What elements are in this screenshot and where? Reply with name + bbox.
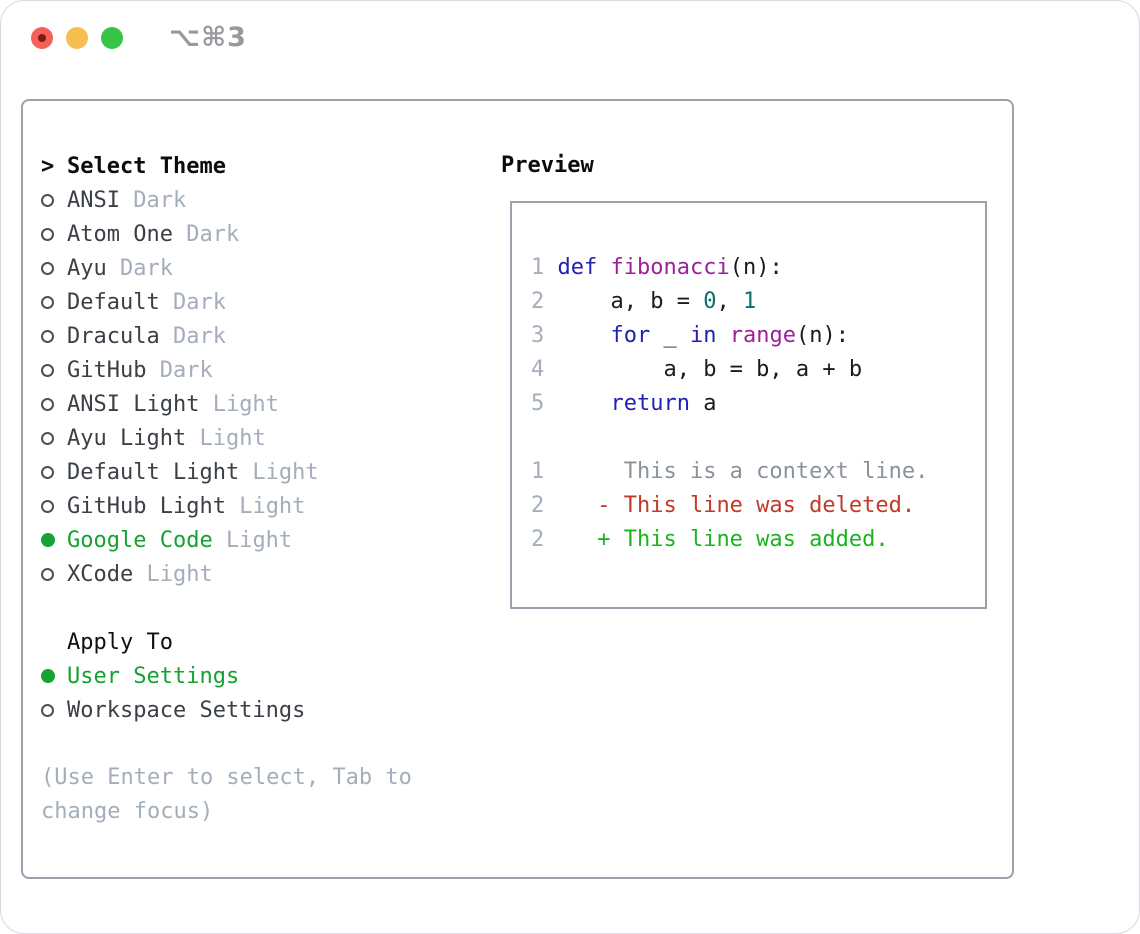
apply-option-label: User Settings: [67, 663, 240, 689]
minimize-button-icon[interactable]: [66, 27, 88, 49]
theme-option-atom-one[interactable]: Atom One Dark: [41, 217, 481, 251]
window-title: ⌥⌘3: [169, 22, 247, 53]
theme-option-label: Dracula: [67, 323, 160, 349]
code-line: 4 a, b = b, a + b: [531, 357, 863, 382]
line-number: [531, 425, 558, 450]
preview-box: 1 def fibonacci(n): 2 a, b = 0, 1 3 for _ …: [510, 201, 987, 609]
select-theme-header-row: > Select Theme: [41, 149, 481, 183]
code-line: 3 for _ in range(n):: [531, 323, 849, 348]
theme-variant-label: Light: [239, 459, 319, 485]
theme-option-label: Default: [67, 289, 160, 315]
radio-icon: [41, 431, 54, 445]
radio-selected-icon: [41, 669, 55, 683]
apply-option-label: Workspace Settings: [67, 697, 306, 723]
theme-variant-label: Dark: [172, 221, 240, 247]
code-line: 1 This is a context line.: [531, 459, 929, 484]
apply-option-workspace-settings[interactable]: Workspace Settings: [41, 693, 481, 727]
theme-option-label: Google Code: [67, 527, 213, 553]
apply-option-user-settings[interactable]: User Settings: [41, 659, 481, 693]
line-number: 2: [531, 493, 558, 518]
code-line: [531, 421, 985, 455]
preview-title: Preview: [501, 153, 594, 178]
code-preview: 1 def fibonacci(n): 2 a, b = 0, 1 3 for _ …: [531, 251, 985, 557]
theme-variant-label: Dark: [159, 323, 226, 349]
theme-option-label: Default Light: [67, 459, 240, 485]
radio-icon: [41, 227, 54, 241]
spacer: [41, 591, 481, 625]
theme-option-label: ANSI: [67, 187, 120, 213]
theme-option-ayu-light[interactable]: Ayu Light Light: [41, 421, 481, 455]
theme-option-label: GitHub: [67, 357, 147, 383]
theme-option-dracula[interactable]: Dracula Dark: [41, 319, 481, 353]
radio-icon: [41, 261, 54, 275]
radio-icon: [41, 397, 54, 411]
theme-option-label: ANSI Light: [67, 391, 200, 417]
selection-caret-icon: >: [41, 153, 55, 179]
theme-variant-label: Light: [225, 493, 306, 519]
theme-variant-label: Dark: [159, 289, 226, 315]
theme-option-label: GitHub Light: [67, 493, 226, 519]
theme-option-xcode[interactable]: XCode Light: [41, 557, 481, 591]
code-line: 2 + This line was added.: [531, 527, 889, 552]
radio-icon: [41, 295, 54, 309]
apply-to-title: Apply To: [67, 629, 173, 655]
line-number: 1: [531, 255, 558, 280]
apply-to-header-row: Apply To: [41, 625, 481, 659]
line-number: 1: [531, 459, 558, 484]
theme-option-default[interactable]: Default Dark: [41, 285, 481, 319]
theme-variant-label: Dark: [146, 357, 213, 383]
theme-option-ayu[interactable]: Ayu Dark: [41, 251, 481, 285]
radio-icon: [41, 567, 54, 581]
help-text: (Use Enter to select, Tab to change focu…: [41, 765, 412, 824]
radio-icon: [41, 703, 54, 717]
line-number: 2: [531, 289, 558, 314]
theme-option-github-light[interactable]: GitHub Light Light: [41, 489, 481, 523]
theme-option-ansi-light[interactable]: ANSI Light Light: [41, 387, 481, 421]
theme-option-github[interactable]: GitHub Dark: [41, 353, 481, 387]
theme-variant-label: Light: [133, 561, 213, 587]
radio-icon: [41, 193, 54, 207]
line-number: 3: [531, 323, 558, 348]
line-number: 5: [531, 391, 558, 416]
radio-icon: [41, 465, 54, 479]
line-number: 4: [531, 357, 558, 382]
theme-option-label: XCode: [67, 561, 134, 587]
theme-variant-label: Light: [199, 391, 279, 417]
code-line: 2 - This line was deleted.: [531, 493, 916, 518]
theme-option-label: Atom One: [67, 221, 173, 247]
theme-option-label: Ayu Light: [67, 425, 187, 451]
spacer: [41, 727, 481, 761]
theme-variant-label: Light: [212, 527, 293, 553]
code-line: 2 a, b = 0, 1: [531, 289, 757, 314]
titlebar: ⌥⌘3: [31, 22, 246, 53]
radio-icon: [41, 499, 54, 513]
radio-icon: [41, 329, 54, 343]
radio-selected-icon: [41, 533, 55, 547]
theme-variant-label: Light: [186, 425, 266, 451]
theme-variant-label: Dark: [119, 187, 187, 213]
theme-option-ansi[interactable]: ANSI Dark: [41, 183, 481, 217]
code-line: 1 def fibonacci(n):: [531, 255, 783, 280]
unsaved-indicator-icon: [38, 34, 46, 42]
theme-variant-label: Dark: [106, 255, 173, 281]
line-number: 2: [531, 527, 558, 552]
maximize-button-icon[interactable]: [101, 27, 123, 49]
theme-option-google-code[interactable]: Google Code Light: [41, 523, 481, 557]
theme-option-label: Ayu: [67, 255, 107, 281]
theme-option-default-light[interactable]: Default Light Light: [41, 455, 481, 489]
close-button-icon[interactable]: [31, 27, 53, 49]
radio-icon: [41, 363, 54, 377]
code-line: 5 return a: [531, 391, 717, 416]
select-theme-title: Select Theme: [67, 153, 226, 179]
